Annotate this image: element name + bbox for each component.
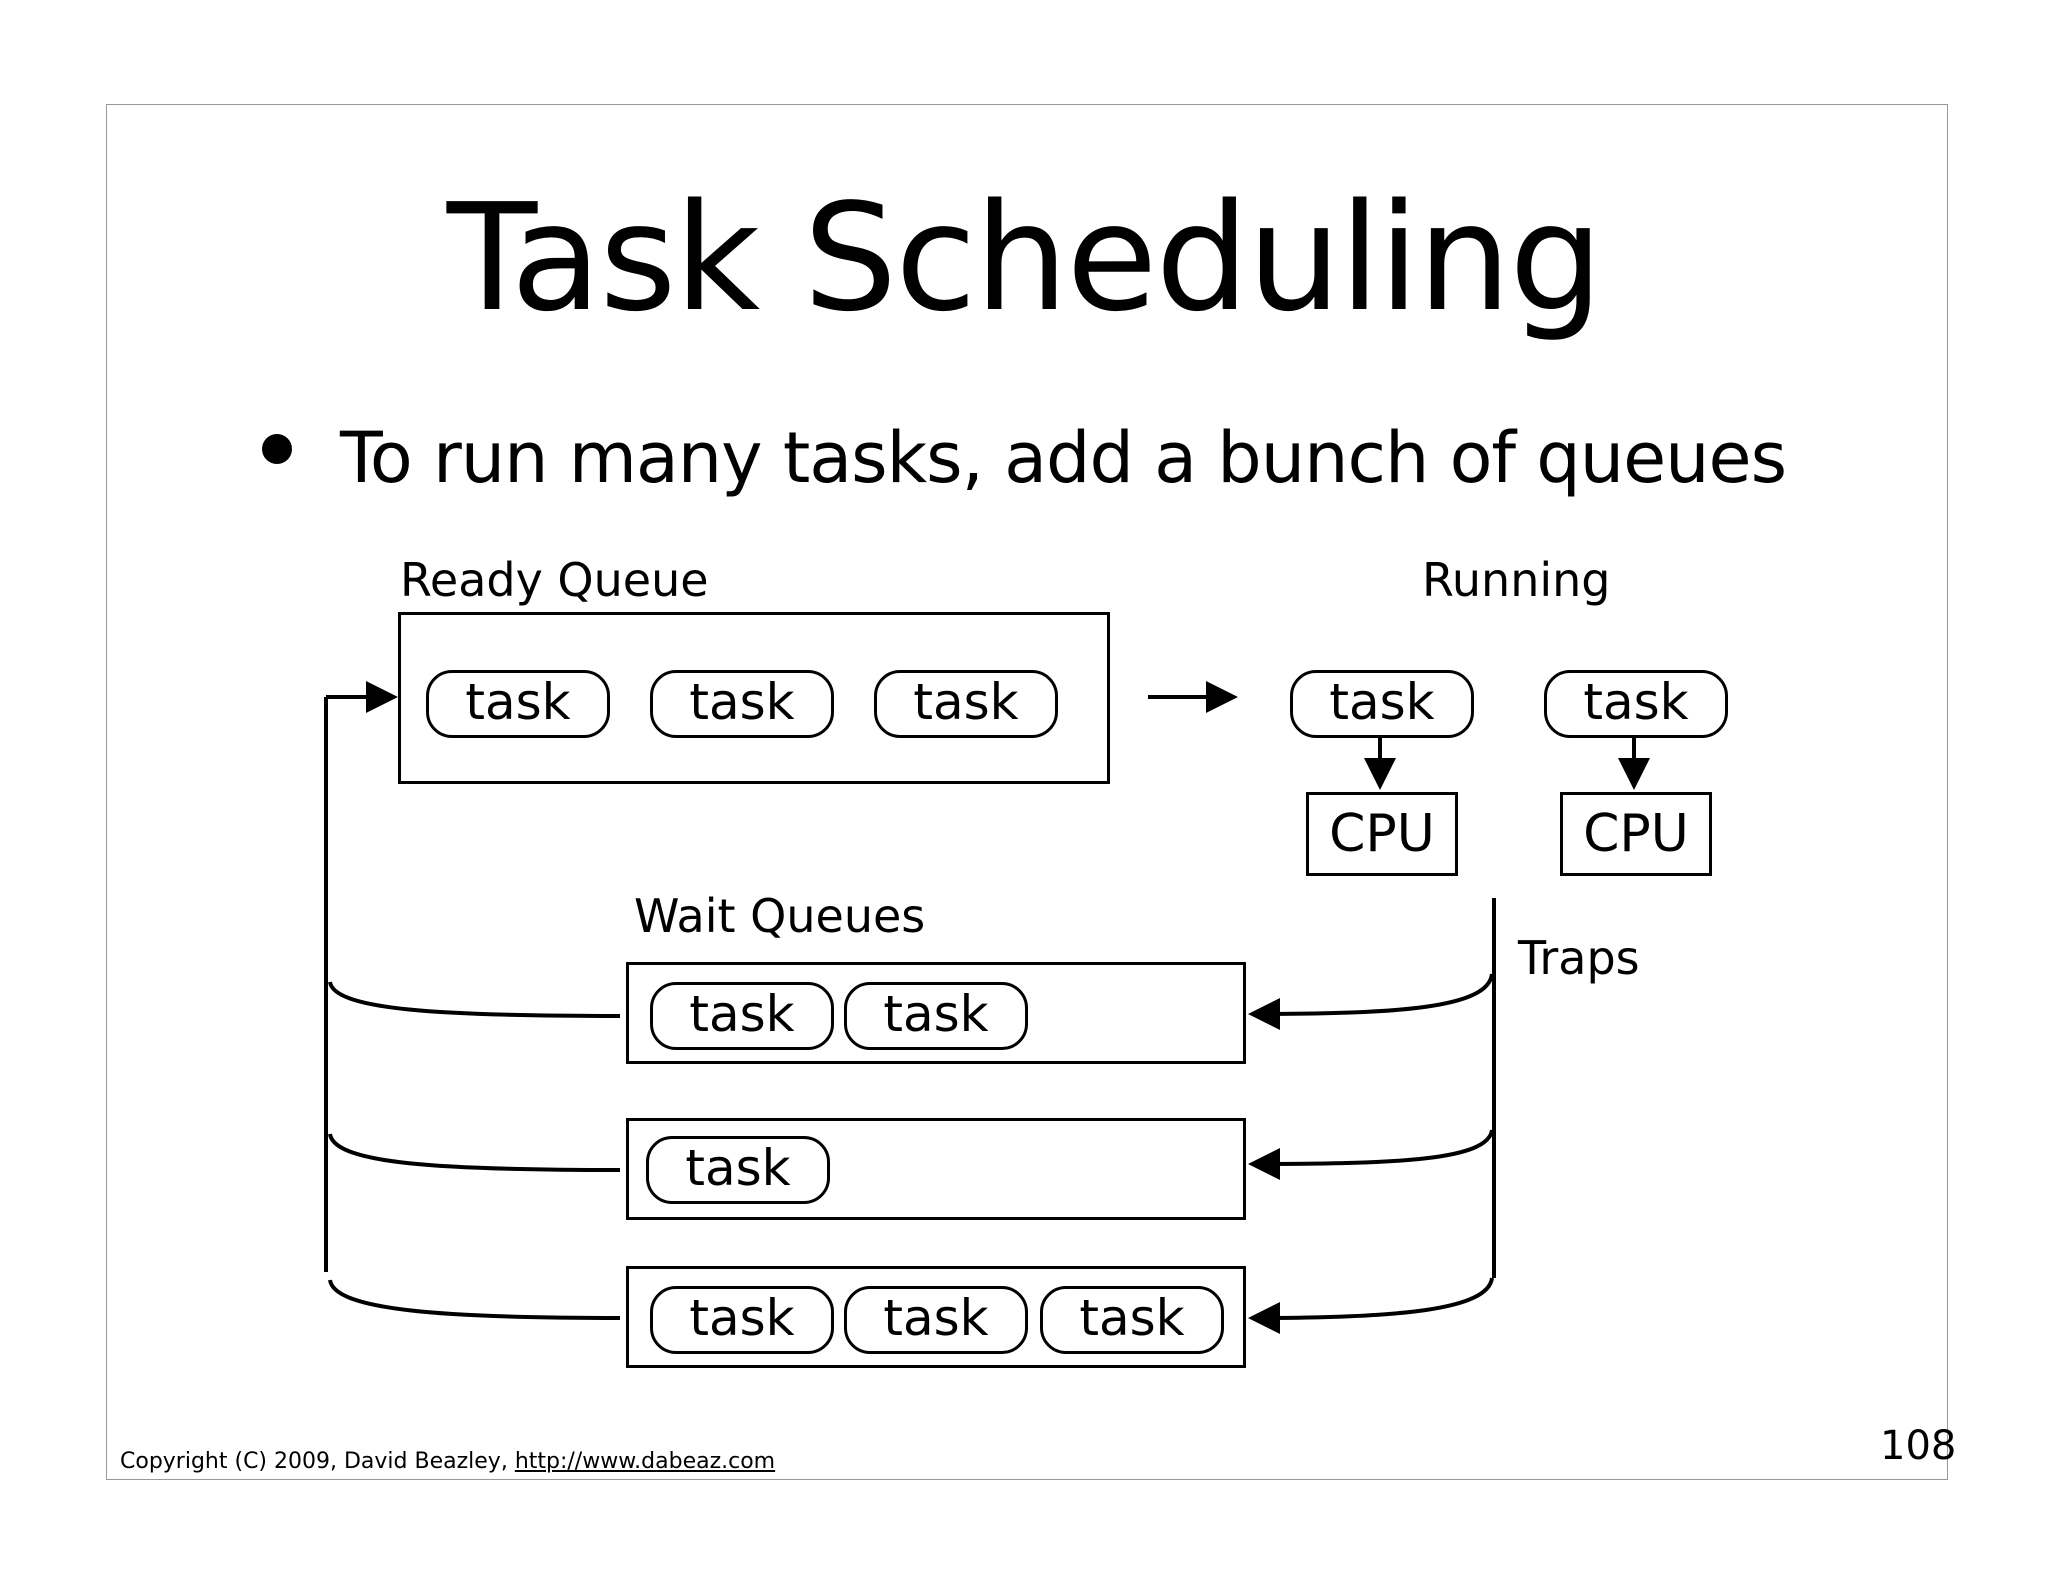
wait-queue-1-return: [328, 981, 621, 1018]
wait-queue-box-1: [626, 962, 1246, 1064]
footer-link[interactable]: http://www.dabeaz.com: [514, 1449, 776, 1474]
running-task-1: task: [1290, 670, 1474, 738]
ready-task-2: task: [650, 670, 834, 738]
wait-queue-3-task-2: task: [844, 1286, 1028, 1354]
trap-to-wait-queue-3: [1248, 1277, 1494, 1334]
bullet-dot: [262, 434, 292, 464]
wait-queue-box-2: [626, 1118, 1246, 1220]
footer: Copyright (C) 2009, David Beazley, http:…: [120, 1448, 775, 1476]
running-label: Running: [1422, 553, 1611, 607]
ready-queue-label: Ready Queue: [400, 553, 709, 607]
traps-label: Traps: [1518, 931, 1640, 985]
slide-title: Task Scheduling: [446, 172, 1603, 344]
ready-task-1: task: [426, 670, 610, 738]
running-task-2: task: [1544, 670, 1728, 738]
wait-queue-1-task-1: task: [650, 982, 834, 1050]
wait-queue-3-task-3: task: [1040, 1286, 1224, 1354]
wait-queue-1-task-2: task: [844, 982, 1028, 1050]
page-number: 108: [1880, 1423, 1957, 1469]
footer-copyright: Copyright (C) 2009, David Beazley,: [120, 1449, 515, 1474]
slide-frame: [106, 104, 1948, 1480]
ready-task-3: task: [874, 670, 1058, 738]
cpu-box-1: CPU: [1306, 792, 1458, 876]
wait-queue-3-task-1: task: [650, 1286, 834, 1354]
wait-queue-2-task-1: task: [646, 1136, 830, 1204]
bullet-text: To run many tasks, add a bunch of queues: [340, 417, 1787, 499]
trap-to-wait-queue-1: [1248, 973, 1494, 1030]
cpu-box-2: CPU: [1560, 792, 1712, 876]
wait-queue-box-3: [626, 1266, 1246, 1368]
trap-to-wait-queue-2: [1248, 1129, 1494, 1180]
wait-queue-3-return: [328, 1279, 621, 1320]
ready-queue-box: [398, 612, 1110, 784]
wait-queue-2-return: [328, 1133, 621, 1172]
wait-queues-label: Wait Queues: [634, 889, 926, 943]
